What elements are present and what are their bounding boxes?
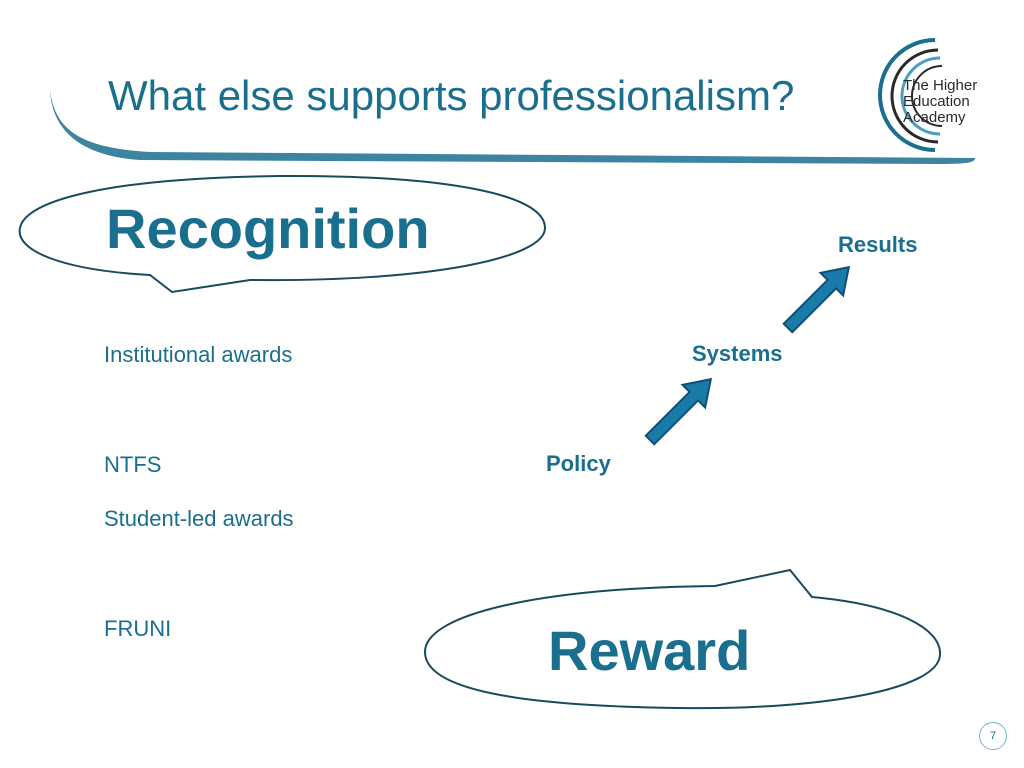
recognition-heading: Recognition [106, 197, 430, 260]
slide-title: What else supports professionalism? [108, 72, 795, 119]
reward-bubble [423, 568, 942, 710]
title-swoosh [50, 90, 975, 164]
arrow-systems-to-results [782, 265, 851, 334]
slide-number: 7 [979, 722, 1007, 750]
step-systems: Systems [692, 341, 783, 366]
step-results: Results [838, 232, 918, 257]
list-item: NTFS [104, 452, 162, 477]
step-policy: Policy [546, 451, 611, 476]
recognition-bubble [18, 174, 547, 294]
list-item: FRUNI [104, 616, 172, 641]
reward-heading: Reward [548, 619, 751, 682]
list-item: Institutional awards [104, 342, 293, 367]
list-item: Student-led awards [104, 506, 294, 531]
logo-line-2: Education [903, 93, 970, 110]
arrow-policy-to-systems [644, 377, 713, 446]
logo-line-3: Academy [903, 109, 966, 126]
hea-logo: The Higher Education Academy [903, 78, 977, 126]
logo-rings-icon [878, 38, 943, 152]
logo-line-1: The Higher [903, 77, 978, 94]
